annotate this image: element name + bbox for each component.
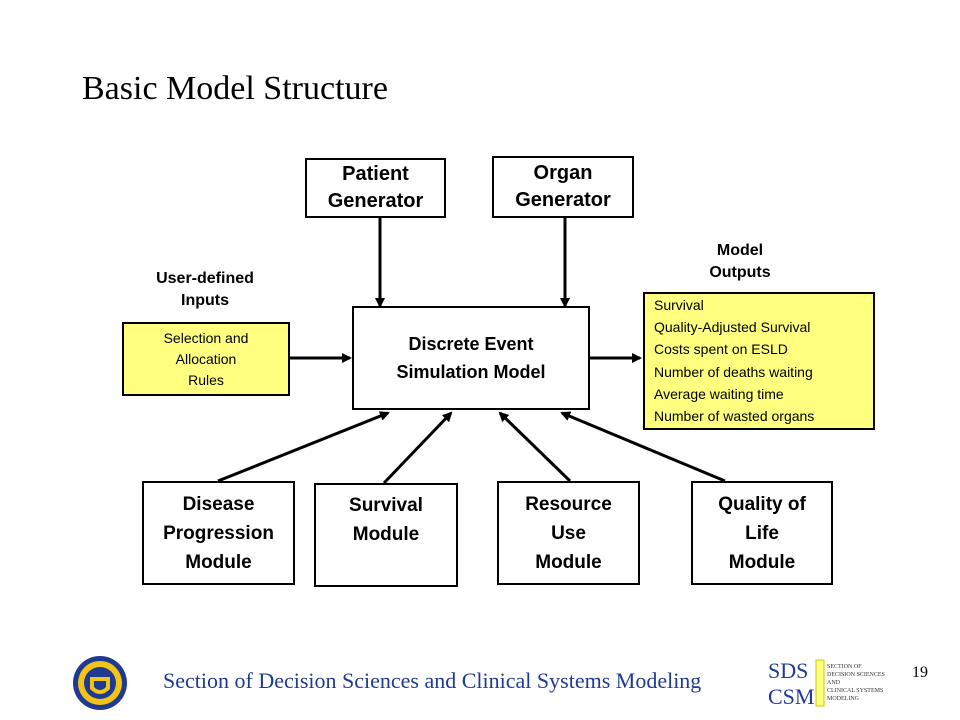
disease-module-line-2: Progression [163, 522, 274, 544]
disease-progression-module-box: Disease Progression Module [142, 481, 295, 585]
model-outputs-label-line-2: Outputs [709, 264, 771, 281]
simulation-model-line-1: Discrete Event [408, 334, 534, 354]
survival-module-line-1: Survival [349, 495, 423, 516]
quality-module-line-3: Module [728, 551, 796, 573]
patient-generator-line-1: Patient [342, 163, 409, 185]
simulation-model-line-2: Simulation Model [396, 362, 546, 382]
logo-side-line-4: CLINICAL SYSTEMS [827, 688, 883, 694]
output-item: Number of deaths waiting [654, 363, 813, 380]
logo-side-line-5: MODELING [827, 696, 860, 702]
patient-generator-box: Patient Generator [305, 158, 446, 218]
page-number: 19 [912, 664, 928, 681]
model-outputs-box: Survival Quality-Adjusted Survival Costs… [643, 292, 875, 430]
quality-module-line-1: Quality of [718, 493, 806, 515]
disease-module-line-1: Disease [182, 493, 255, 515]
arrow-quality-to-model [560, 411, 726, 483]
output-item: Number of wasted organs [654, 408, 815, 425]
output-item: Quality-Adjusted Survival [654, 319, 811, 336]
organ-generator-line-2: Generator [515, 189, 611, 211]
arrow-disease-to-model [217, 411, 390, 483]
sds-csm-logo: SDS CSM SECTION OF DECISION SCIENCES AND… [768, 658, 885, 708]
slide-title: Basic Model Structure [82, 70, 388, 107]
simulation-model-box: Discrete Event Simulation Model [352, 306, 590, 410]
organ-generator-box: Organ Generator [492, 156, 634, 218]
resource-use-module-box: Resource Use Module [497, 481, 640, 585]
quality-module-line-2: Life [745, 522, 779, 544]
university-seal-icon [73, 656, 127, 710]
patient-generator-line-2: Generator [327, 190, 424, 212]
survival-module-box: Survival Module [314, 483, 458, 587]
selection-rules-box: Selection and Allocation Rules [122, 322, 290, 396]
selection-rules-line-3: Rules [188, 371, 224, 388]
arrow-survival-to-model [382, 411, 453, 485]
logo-side-line-3: AND [827, 680, 841, 686]
selection-rules-line-2: Allocation [175, 350, 237, 367]
organ-generator-line-1: Organ [533, 162, 593, 184]
resource-module-line-2: Use [551, 522, 586, 544]
arrow-resource-to-model [498, 411, 572, 483]
resource-module-line-1: Resource [525, 493, 612, 515]
quality-of-life-module-box: Quality of Life Module [691, 481, 833, 585]
model-outputs-label-line-1: Model [716, 242, 764, 259]
output-item: Costs spent on ESLD [654, 341, 788, 358]
resource-module-line-3: Module [535, 551, 602, 573]
user-inputs-label: User-defined Inputs [120, 268, 290, 312]
survival-module-line-2: Module [352, 524, 420, 545]
selection-rules-line-1: Selection and [163, 329, 249, 346]
logo-csm-text: CSM [768, 684, 814, 708]
output-item: Average waiting time [654, 385, 784, 402]
user-inputs-label-line-2: Inputs [181, 292, 229, 309]
logo-side-line-2: DECISION SCIENCES [827, 672, 885, 678]
model-outputs-label: Model Outputs [680, 240, 800, 284]
logo-side-line-1: SECTION OF [827, 664, 862, 670]
user-inputs-label-line-1: User-defined [156, 270, 254, 287]
footer-section-title: Section of Decision Sciences and Clinica… [163, 668, 702, 693]
logo-sds-text: SDS [768, 658, 808, 683]
disease-module-line-3: Module [185, 551, 252, 573]
output-item: Survival [654, 297, 704, 313]
